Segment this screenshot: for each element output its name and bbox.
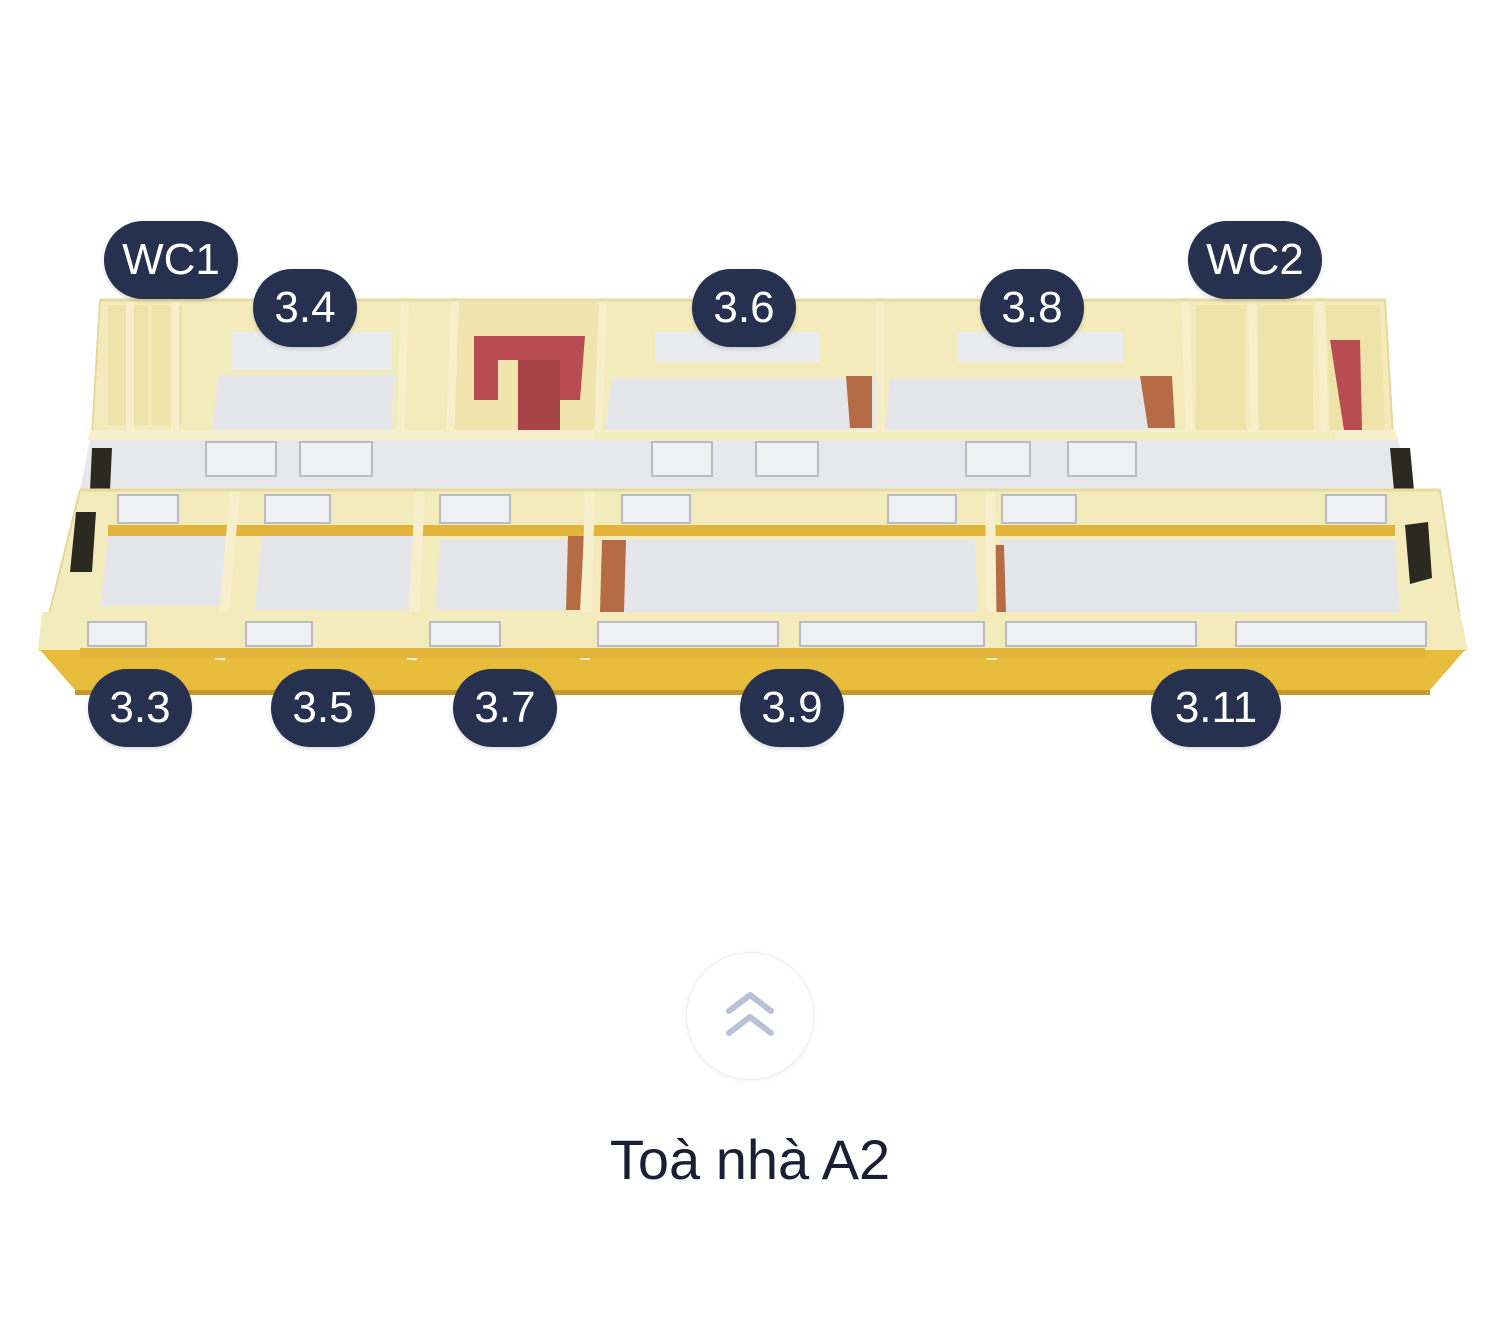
room-label-3-6[interactable]: 3.6	[692, 269, 796, 347]
room-label-wc1[interactable]: WC1	[104, 221, 238, 299]
room-label-3-3[interactable]: 3.3	[88, 669, 192, 747]
room-label-3-8[interactable]: 3.8	[980, 269, 1084, 347]
double-chevron-up-icon	[726, 992, 774, 1036]
room-label-wc2[interactable]: WC2	[1188, 221, 1322, 299]
room-label-3-4[interactable]: 3.4	[253, 269, 357, 347]
room-label-3-9[interactable]: 3.9	[740, 669, 844, 747]
floor-plan-image	[38, 297, 1468, 695]
floor-up-button[interactable]	[686, 952, 814, 1080]
room-label-3-11[interactable]: 3.11	[1151, 669, 1281, 747]
room-label-3-5[interactable]: 3.5	[271, 669, 375, 747]
room-label-3-7[interactable]: 3.7	[453, 669, 557, 747]
building-name: Toà nhà A2	[609, 1128, 891, 1191]
